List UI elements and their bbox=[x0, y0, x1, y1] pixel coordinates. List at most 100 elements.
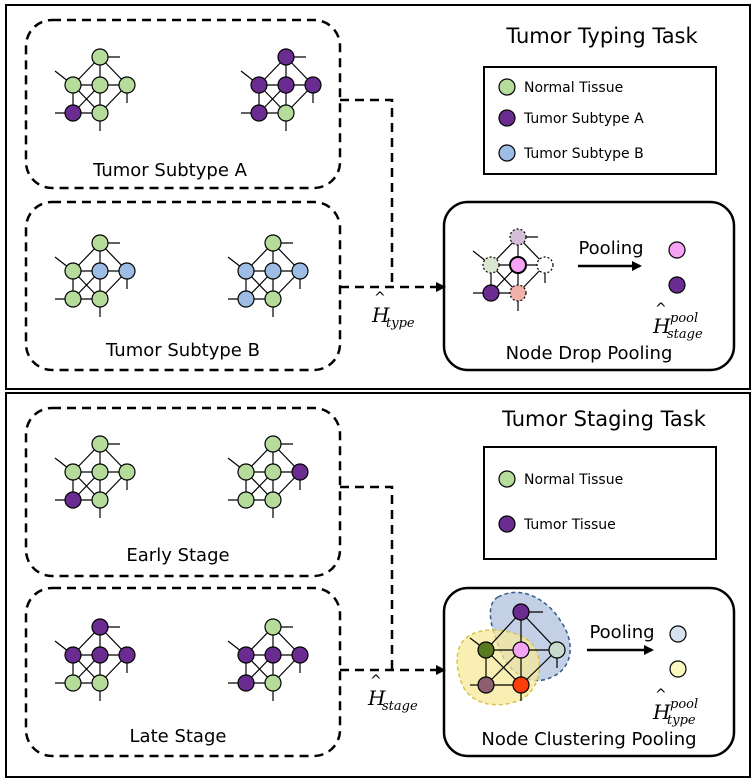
staging-panel bbox=[5, 392, 751, 778]
typing-group-a-box bbox=[24, 18, 342, 190]
graph-node bbox=[264, 618, 282, 636]
dropped-node bbox=[509, 228, 527, 246]
cluster-node bbox=[512, 603, 530, 621]
graph-node bbox=[291, 463, 309, 481]
legend-tumor-tissue-swatch bbox=[498, 515, 516, 533]
staging-pool-box bbox=[442, 586, 736, 758]
graph-node bbox=[64, 646, 82, 664]
graph-node bbox=[237, 262, 255, 280]
graph-node bbox=[250, 104, 268, 122]
cluster-node bbox=[548, 641, 566, 659]
typing-pool-box bbox=[442, 200, 736, 372]
graph-node bbox=[264, 674, 282, 692]
legend-normal-tissue-swatch bbox=[498, 78, 516, 96]
svg-text:pool: pool bbox=[670, 311, 698, 326]
legend-subtype-a-label: Tumor Subtype A bbox=[523, 111, 644, 127]
graph-node bbox=[118, 646, 136, 664]
typing-pool-box-label: Node Drop Pooling bbox=[506, 343, 673, 364]
graph-early-stage-2 bbox=[227, 435, 309, 518]
legend-normal-tissue-label: Normal Tissue bbox=[524, 80, 623, 96]
graph-node bbox=[264, 262, 282, 280]
typing-group-a-label: Tumor Subtype A bbox=[92, 160, 248, 181]
node-clustering-graph bbox=[469, 603, 566, 701]
graph-node bbox=[91, 48, 109, 66]
typing-pooled-node-1 bbox=[668, 241, 686, 259]
typing-legend: Normal Tissue Tumor Subtype A Tumor Subt… bbox=[483, 66, 717, 175]
graph-late-stage-1 bbox=[54, 618, 136, 701]
graph-node bbox=[64, 262, 82, 280]
typing-output-label: H ^ pool stage bbox=[652, 301, 703, 342]
legend-subtype-a-swatch bbox=[498, 109, 516, 127]
graph-node bbox=[291, 646, 309, 664]
graph-node bbox=[64, 463, 82, 481]
graph-node bbox=[277, 76, 295, 94]
graph-node bbox=[91, 76, 109, 94]
graph-node bbox=[91, 104, 109, 122]
kept-node bbox=[509, 256, 527, 274]
graph-node bbox=[64, 674, 82, 692]
staging-pooled-node-2 bbox=[669, 660, 687, 678]
staging-title: Tumor Staging Task bbox=[501, 407, 707, 431]
svg-text:^: ^ bbox=[655, 301, 667, 317]
cluster-yellow-region bbox=[456, 629, 541, 706]
staging-pooled-node-1 bbox=[669, 625, 687, 643]
graph-node bbox=[304, 76, 322, 94]
graph-node bbox=[237, 491, 255, 509]
staging-connector-a bbox=[340, 485, 394, 670]
graph-node bbox=[277, 48, 295, 66]
svg-text:H: H bbox=[371, 303, 390, 327]
graph-node bbox=[237, 463, 255, 481]
graph-edge bbox=[520, 611, 558, 651]
graph-node bbox=[277, 104, 295, 122]
typing-pooling-label: Pooling bbox=[578, 238, 643, 259]
svg-text:pool: pool bbox=[670, 697, 698, 712]
graph-node bbox=[264, 234, 282, 252]
svg-text:H: H bbox=[652, 314, 671, 338]
svg-text:stage: stage bbox=[382, 699, 418, 714]
graph-node bbox=[64, 104, 82, 122]
svg-text:type: type bbox=[386, 316, 415, 331]
graph-node bbox=[118, 76, 136, 94]
graph-node bbox=[91, 234, 109, 252]
staging-output-label: H ^ pool type bbox=[652, 687, 698, 728]
svg-text:H: H bbox=[367, 686, 386, 710]
svg-text:H: H bbox=[652, 700, 671, 724]
staging-h-label: H ^ stage bbox=[367, 673, 418, 714]
graph-subtype-b-1 bbox=[54, 234, 136, 317]
kept-node bbox=[482, 284, 500, 302]
legend-subtype-b-swatch bbox=[498, 144, 516, 162]
graph-node bbox=[264, 290, 282, 308]
graph-node bbox=[64, 76, 82, 94]
graph-node bbox=[264, 646, 282, 664]
graph-node bbox=[291, 262, 309, 280]
svg-text:^: ^ bbox=[370, 673, 382, 689]
dropped-node bbox=[509, 284, 527, 302]
cluster-node bbox=[512, 641, 530, 659]
cluster-node bbox=[477, 641, 495, 659]
graph-node bbox=[91, 435, 109, 453]
graph-node bbox=[64, 290, 82, 308]
graph-node bbox=[118, 262, 136, 280]
legend-subtype-b-label: Tumor Subtype B bbox=[523, 146, 644, 162]
graph-late-stage-2 bbox=[227, 618, 309, 701]
staging-group-b-box bbox=[24, 586, 342, 758]
svg-text:^: ^ bbox=[655, 687, 667, 703]
graph-node bbox=[91, 491, 109, 509]
graph-node bbox=[118, 463, 136, 481]
staging-group-a-label: Early Stage bbox=[126, 545, 229, 566]
graph-node bbox=[237, 646, 255, 664]
legend-normal-tissue-swatch bbox=[498, 470, 516, 488]
graph-node bbox=[264, 435, 282, 453]
graph-subtype-b-2 bbox=[227, 234, 309, 317]
legend-tumor-tissue-label: Tumor Tissue bbox=[523, 517, 616, 533]
typing-group-b-label: Tumor Subtype B bbox=[105, 340, 260, 361]
dropped-node bbox=[536, 256, 554, 274]
graph-node bbox=[91, 618, 109, 636]
staging-pooling-label: Pooling bbox=[589, 622, 654, 643]
svg-text:type: type bbox=[667, 713, 696, 728]
graph-node bbox=[264, 463, 282, 481]
graph-node bbox=[64, 491, 82, 509]
graph-edge bbox=[485, 611, 522, 651]
legend-normal-tissue-label: Normal Tissue bbox=[524, 472, 623, 488]
